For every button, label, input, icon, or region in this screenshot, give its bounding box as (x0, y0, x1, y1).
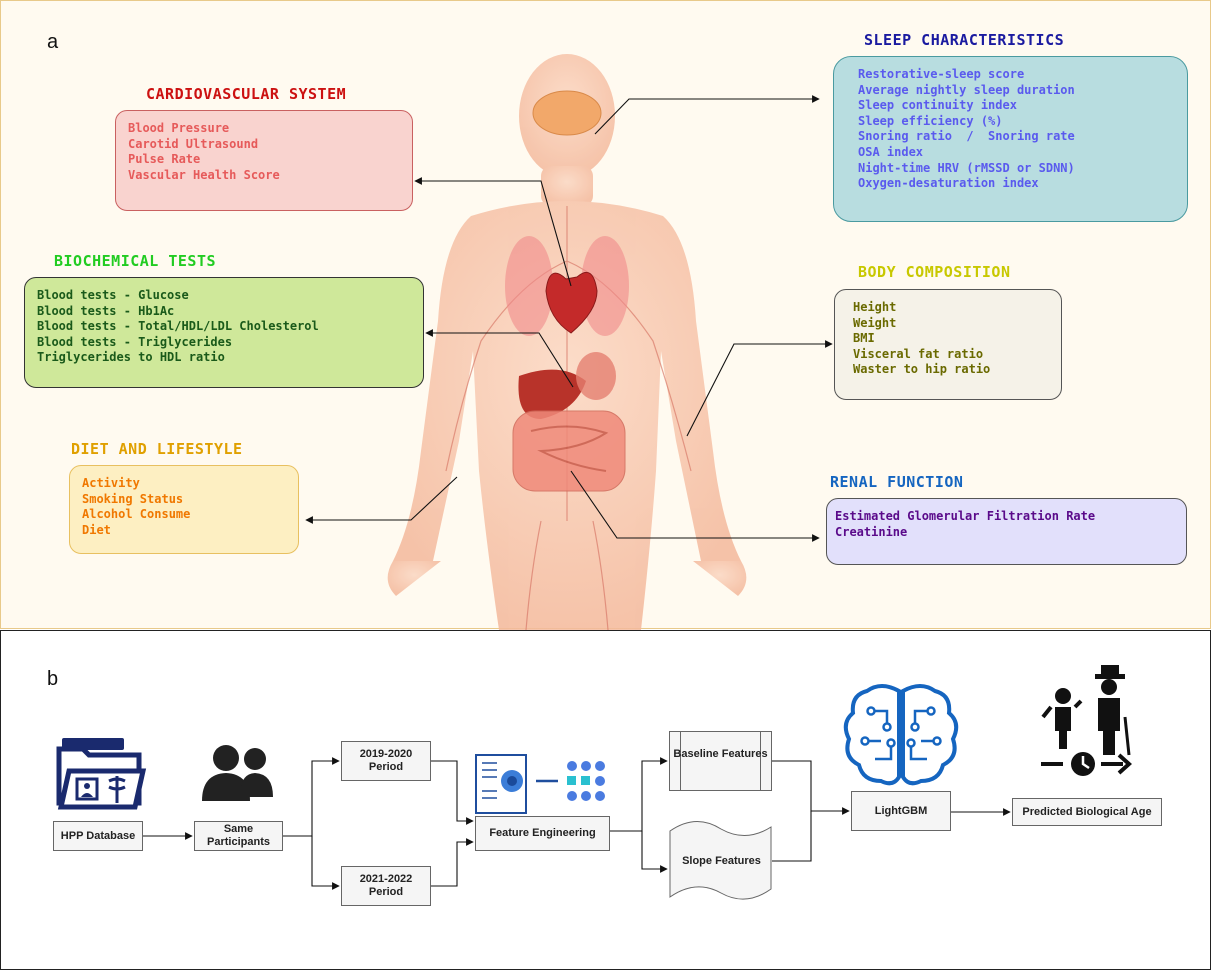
sleep-box: Restorative-sleep score Average nightly … (833, 56, 1188, 222)
diet-item: Alcohol Consume (82, 507, 191, 522)
renal-item: Estimated Glomerular Filtration Rate (835, 509, 1096, 523)
panel-a-label: a (47, 31, 59, 53)
slope-features-shape (669, 821, 772, 900)
sleep-item: Snoring ratio / Snoring rate (858, 129, 1075, 144)
diet-item: Activity (82, 476, 140, 490)
renal-item: Creatinine (835, 524, 908, 539)
diet-title: DIET AND LIFESTYLE (71, 440, 243, 458)
cardiovascular-item: Blood Pressure (128, 121, 230, 135)
intestines-icon (512, 410, 626, 492)
hpp-database-box: HPP Database (53, 821, 143, 851)
sleep-connector (594, 95, 820, 135)
diet-item: Smoking Status (82, 491, 184, 506)
sleep-item: Oxygen-desaturation index (858, 176, 1039, 191)
period-2019-2020-box: 2019-2020 Period (341, 741, 431, 781)
sleep-item: Sleep continuity index (858, 98, 1017, 113)
cardiovascular-box: Blood Pressure Carotid Ultrasound Pulse … (115, 110, 413, 211)
renal-connector (570, 470, 820, 542)
baseline-features-stripe-right (760, 732, 761, 790)
ai-brain-icon (843, 684, 959, 786)
right-lung-icon (581, 236, 629, 336)
pipeline-arrows (143, 757, 1011, 890)
slope-features-label: Slope Features (682, 855, 761, 867)
body-composition-box: Height Weight BMI Visceral fat ratio Was… (834, 289, 1062, 400)
sleep-item: Restorative-sleep score (858, 67, 1025, 81)
panel-a: a (0, 0, 1211, 630)
left-lung-icon (505, 236, 553, 336)
liver-icon (518, 369, 586, 419)
body-composition-connector (686, 340, 833, 437)
cardiovascular-item: Carotid Ultrasound (128, 136, 259, 151)
body-composition-item: BMI (853, 331, 875, 346)
biochemical-item: Blood tests - Triglycerides (37, 334, 233, 349)
diet-box: Activity Smoking Status Alcohol Consume … (69, 465, 299, 554)
biochemical-title: BIOCHEMICAL TESTS (54, 252, 217, 270)
sleep-item: OSA index (858, 144, 924, 159)
feature-engineering-box: Feature Engineering (475, 816, 610, 851)
body-composition-item: Waster to hip ratio (853, 362, 991, 377)
organ-connectors (305, 95, 833, 542)
diet-item: Diet (82, 522, 111, 537)
renal-box: Estimated Glomerular Filtration Rate Cre… (826, 498, 1187, 565)
panel-b: b (0, 630, 1211, 970)
body-composition-title: BODY COMPOSITION (858, 263, 1011, 281)
stomach-icon (576, 352, 616, 400)
biochemical-connector (425, 329, 574, 388)
renal-title: RENAL FUNCTION (830, 473, 964, 491)
baseline-features-stripe-left (680, 732, 681, 790)
heart-icon (545, 271, 598, 334)
cardiovascular-connector (414, 177, 572, 287)
biochemical-item: Blood tests - Hb1Ac (37, 303, 175, 318)
biochemical-item: Blood tests - Total/HDL/LDL Cholesterol (37, 319, 319, 334)
human-body-illustration (387, 54, 747, 630)
sleep-item: Sleep efficiency (%) (858, 113, 1003, 128)
pipeline-icons (56, 665, 1132, 814)
body-composition-item: Height (853, 300, 897, 314)
biological-age-icon (1041, 665, 1132, 776)
biochemical-item: Triglycerides to HDL ratio (37, 350, 225, 365)
biochemical-item: Blood tests - Glucose (37, 288, 189, 302)
brain-icon (532, 90, 602, 136)
participants-icon (202, 745, 273, 801)
sleep-item: Night-time HRV (rMSSD or SDNN) (858, 160, 1075, 175)
feature-engineering-icon (475, 754, 605, 814)
sleep-title: SLEEP CHARACTERISTICS (864, 31, 1065, 49)
cardiovascular-item: Pulse Rate (128, 152, 201, 167)
baseline-features-box: Baseline Features (669, 731, 772, 791)
medical-folder-icon (56, 738, 147, 810)
body-composition-item: Weight (853, 315, 897, 330)
same-participants-box: Same Participants (194, 821, 283, 851)
cardiovascular-title: CARDIOVASCULAR SYSTEM (146, 85, 347, 103)
diet-connector (305, 476, 458, 524)
sleep-item: Average nightly sleep duration (858, 82, 1075, 97)
baseline-features-label: Baseline Features (673, 748, 768, 760)
panel-b-label: b (47, 668, 59, 690)
body-composition-item: Visceral fat ratio (853, 346, 984, 361)
predicted-biological-age-box: Predicted Biological Age (1012, 798, 1162, 826)
biochemical-box: Blood tests - Glucose Blood tests - Hb1A… (24, 277, 424, 388)
cardiovascular-item: Vascular Health Score (128, 167, 280, 182)
period-2021-2022-box: 2021-2022 Period (341, 866, 431, 906)
lightgbm-box: LightGBM (851, 791, 951, 831)
